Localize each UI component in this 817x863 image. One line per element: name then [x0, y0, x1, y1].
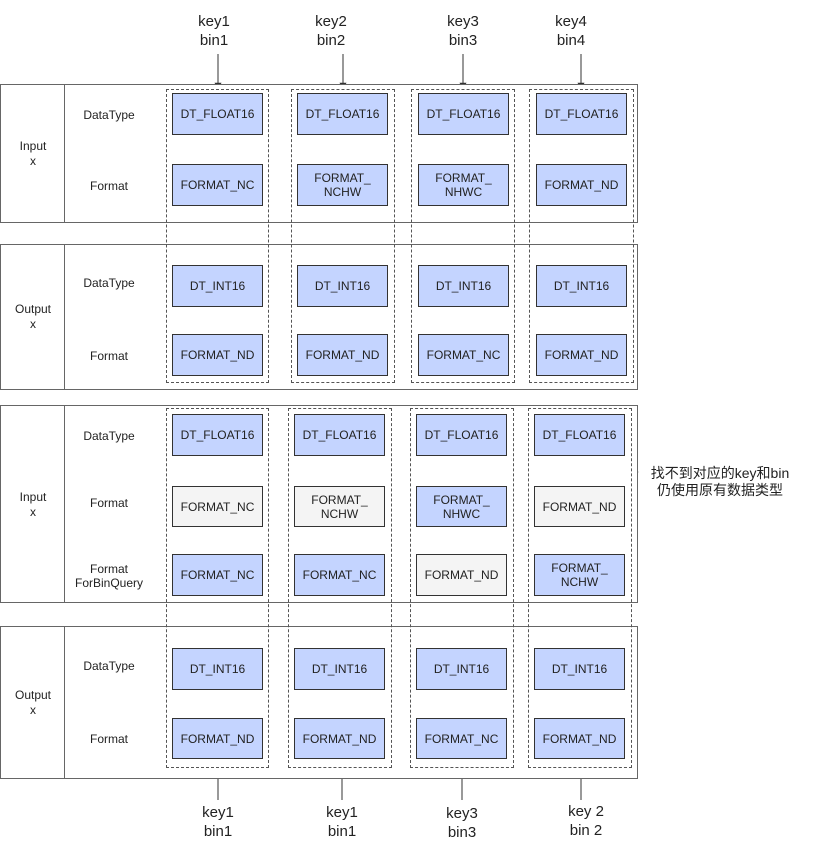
key-column-group-4 — [529, 89, 634, 383]
row-label-datatype: DataType — [83, 108, 135, 122]
row-label-datatype: DataType — [83, 429, 135, 443]
section-label-column — [1, 627, 65, 778]
s2-format-box-3: FORMAT_NC — [418, 334, 509, 376]
s3-binquery-box-4: FORMAT_NCHW — [534, 554, 625, 596]
key-column-group-1 — [166, 89, 269, 383]
s3-format-box-3: FORMAT_NHWC — [416, 486, 507, 527]
key-column-group-5 — [166, 408, 269, 768]
s2-format-box-4: FORMAT_ND — [536, 334, 627, 376]
s4-dtype-box-1: DT_INT16 — [172, 648, 263, 690]
s1-format-box-3: FORMAT_NHWC — [418, 164, 509, 206]
row-label-datatype: DataType — [83, 659, 135, 673]
s2-format-box-2: FORMAT_ND — [297, 334, 388, 376]
s4-dtype-box-3: DT_INT16 — [416, 648, 507, 690]
s2-dtype-box-1: DT_INT16 — [172, 265, 263, 307]
section-label-column — [1, 85, 65, 222]
s1-format-box-2: FORMAT_NCHW — [297, 164, 388, 206]
s4-format-box-1: FORMAT_ND — [172, 718, 263, 759]
s2-format-box-1: FORMAT_ND — [172, 334, 263, 376]
s3-dtype-box-2: DT_FLOAT16 — [294, 414, 385, 456]
s4-dtype-box-2: DT_INT16 — [294, 648, 385, 690]
s2-dtype-box-4: DT_INT16 — [536, 265, 627, 307]
s1-format-box-1: FORMAT_NC — [172, 164, 263, 206]
key-column-group-2 — [291, 89, 395, 383]
s1-dtype-box-2: DT_FLOAT16 — [297, 93, 388, 135]
s3-dtype-box-1: DT_FLOAT16 — [172, 414, 263, 456]
s1-dtype-box-4: DT_FLOAT16 — [536, 93, 627, 135]
key-column-group-8 — [528, 408, 632, 768]
s1-dtype-box-1: DT_FLOAT16 — [172, 93, 263, 135]
key-column-group-6 — [288, 408, 392, 768]
s3-format-box-2: FORMAT_NCHW — [294, 486, 385, 527]
row-label-format: Format — [89, 179, 128, 193]
row-label-format: Format — [89, 349, 128, 363]
s3-dtype-box-3: DT_FLOAT16 — [416, 414, 507, 456]
s3-binquery-box-2: FORMAT_NC — [294, 554, 385, 596]
s3-binquery-box-3: FORMAT_ND — [416, 554, 507, 596]
s3-binquery-box-1: FORMAT_NC — [172, 554, 263, 596]
key-column-group-3 — [411, 89, 515, 383]
row-label-format: Format — [89, 496, 128, 510]
s4-format-box-3: FORMAT_NC — [416, 718, 507, 759]
s4-format-box-4: FORMAT_ND — [534, 718, 625, 759]
s1-dtype-box-3: DT_FLOAT16 — [418, 93, 509, 135]
s2-dtype-box-2: DT_INT16 — [297, 265, 388, 307]
s4-dtype-box-4: DT_INT16 — [534, 648, 625, 690]
key-column-group-7 — [410, 408, 514, 768]
section-label-column — [1, 245, 65, 389]
s3-format-box-1: FORMAT_NC — [172, 486, 263, 527]
s2-dtype-box-3: DT_INT16 — [418, 265, 509, 307]
s1-format-box-4: FORMAT_ND — [536, 164, 627, 206]
s3-format-box-4: FORMAT_ND — [534, 486, 625, 527]
section-label-column — [1, 406, 65, 602]
row-label-format: Format — [89, 732, 128, 746]
s4-format-box-2: FORMAT_ND — [294, 718, 385, 759]
s3-dtype-box-4: DT_FLOAT16 — [534, 414, 625, 456]
row-label-datatype: DataType — [83, 276, 135, 290]
